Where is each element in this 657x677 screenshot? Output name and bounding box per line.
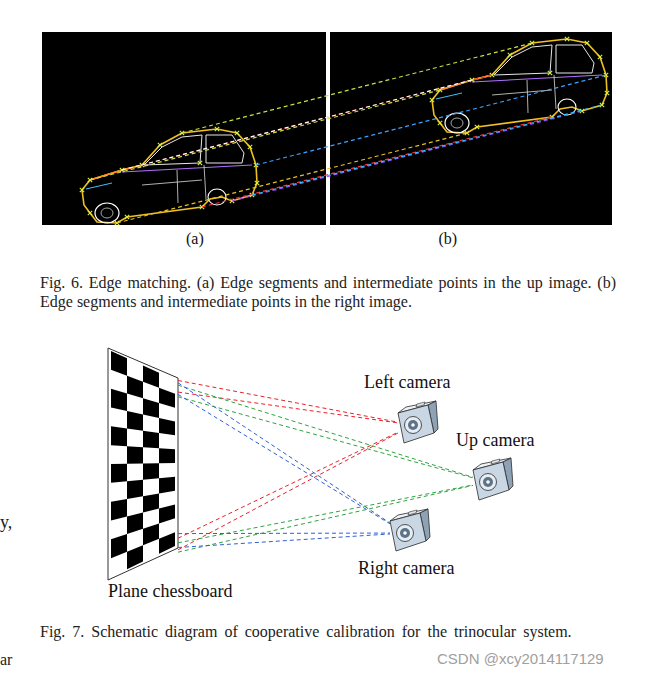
image-panel: (a) bbox=[42, 32, 326, 225]
projection-ray bbox=[178, 383, 390, 523]
camera-icon: Left camera bbox=[398, 400, 439, 444]
edge-matching-figure bbox=[0, 0, 657, 240]
camera-symbol bbox=[473, 458, 513, 500]
node-label: Up camera bbox=[456, 431, 534, 449]
match-line bbox=[202, 117, 552, 207]
projection-ray bbox=[178, 533, 390, 535]
chessboard-drawing bbox=[108, 348, 178, 580]
match-line bbox=[142, 75, 492, 165]
camera-drawing bbox=[398, 400, 439, 444]
match-line bbox=[256, 75, 606, 165]
camera-drawing bbox=[473, 457, 514, 501]
page-fragment: ar bbox=[0, 651, 12, 669]
match-line bbox=[122, 80, 472, 170]
projection-ray bbox=[178, 433, 398, 550]
projection-ray bbox=[178, 432, 398, 538]
match-lines bbox=[90, 43, 606, 223]
projection-ray bbox=[178, 385, 473, 477]
match-line bbox=[232, 111, 582, 201]
projection-ray bbox=[178, 392, 398, 423]
plane-chessboard: Plane chessboard bbox=[108, 348, 178, 580]
projection-ray bbox=[178, 397, 473, 478]
subfigure-label: (b) bbox=[439, 231, 458, 247]
figure-caption: Fig. 6. Edge matching. (a) Edge segments… bbox=[40, 273, 616, 311]
match-line bbox=[182, 43, 532, 133]
camera-drawing bbox=[390, 508, 431, 552]
match-line bbox=[117, 133, 467, 223]
projection-ray bbox=[178, 380, 398, 422]
camera-symbol bbox=[398, 401, 438, 443]
camera-icon: Right camera bbox=[390, 508, 431, 552]
chessboard-symbol bbox=[108, 348, 178, 580]
projection-ray bbox=[178, 394, 390, 523]
page-fragment: y, bbox=[0, 512, 12, 532]
watermark: CSDN @xcy2014117129 bbox=[437, 650, 604, 667]
camera-icon: Up camera bbox=[473, 457, 514, 501]
node-label: Right camera bbox=[358, 559, 454, 577]
car-edges-right-image bbox=[430, 37, 609, 135]
node-label: Plane chessboard bbox=[108, 582, 232, 600]
match-line bbox=[90, 90, 440, 180]
camera-symbol bbox=[390, 509, 430, 551]
projection-ray bbox=[178, 534, 390, 548]
image-panel: (b) bbox=[330, 32, 612, 225]
projection-ray bbox=[178, 485, 473, 552]
figure-caption: Fig. 7. Schematic diagram of cooperative… bbox=[40, 621, 616, 643]
node-label: Left camera bbox=[364, 373, 450, 391]
projection-ray bbox=[178, 485, 473, 543]
match-line bbox=[252, 105, 602, 195]
subfigure-label: (a) bbox=[186, 231, 204, 247]
